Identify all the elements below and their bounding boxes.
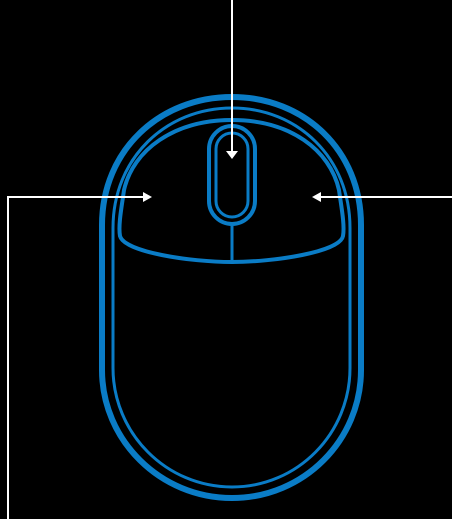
arrow-down-icon [226, 151, 238, 159]
callout-left-button [8, 192, 152, 519]
arrow-right-icon [143, 192, 152, 202]
arrow-left-icon [312, 192, 321, 202]
callout-right-button [312, 192, 452, 202]
mouse-body-inner-outline [113, 108, 350, 487]
callout-scroll-wheel [226, 0, 238, 159]
